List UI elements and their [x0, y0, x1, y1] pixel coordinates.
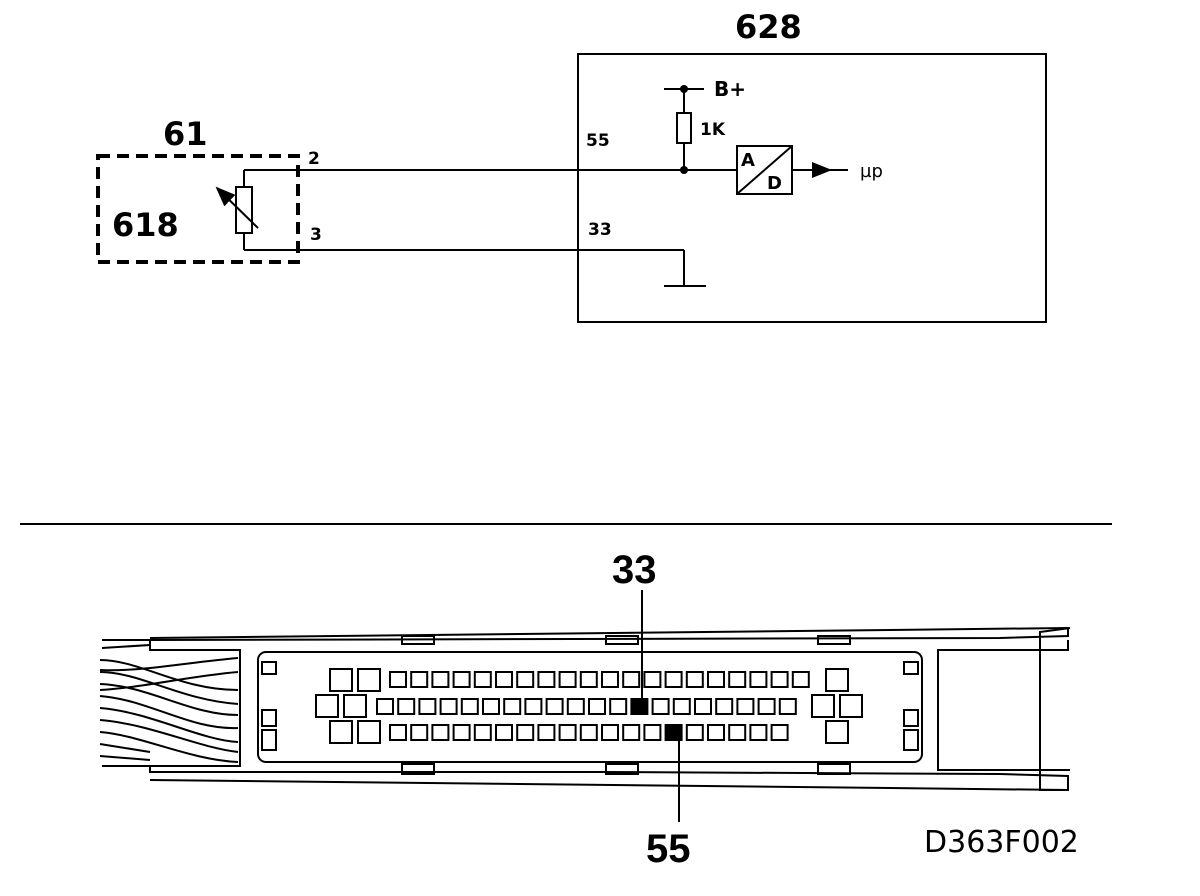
connector-pin	[431, 671, 450, 688]
connector-pin	[757, 698, 776, 715]
connector-pin	[728, 724, 747, 741]
connector-pin	[728, 671, 747, 688]
connector-pin	[601, 671, 619, 688]
adc-diagonal	[736, 145, 793, 195]
connector-pin	[622, 724, 641, 741]
output-label: µp	[860, 161, 883, 182]
connector-pin	[609, 698, 628, 715]
resistor-label: 1K	[700, 120, 726, 140]
connector-pin	[749, 724, 768, 741]
connector-pin	[694, 698, 712, 715]
connector-pin	[664, 671, 683, 688]
connector-pin	[431, 724, 450, 741]
sensor-label: 618	[112, 206, 179, 244]
connector-pin	[537, 724, 556, 741]
connector-pin	[397, 698, 416, 715]
connector-pin-highlighted	[630, 698, 649, 715]
connector-pin	[707, 724, 725, 741]
connector-pin	[558, 724, 577, 741]
connector-pin	[452, 671, 471, 688]
connector-pin	[770, 724, 789, 741]
connector-drawing	[99, 627, 1071, 791]
connector-pin	[452, 724, 471, 741]
connector-pin	[566, 698, 585, 715]
sensor-pin-bottom: 3	[310, 225, 322, 245]
connector-pin	[643, 671, 662, 688]
wire-bundle	[99, 639, 239, 767]
connector-pin	[389, 671, 407, 688]
variable-arrow-icon	[215, 186, 259, 229]
connector-pin	[588, 698, 606, 715]
connector-pin	[651, 698, 670, 715]
connector-pin-large	[839, 694, 863, 718]
connector-pin-large	[357, 720, 381, 744]
connector-pin	[558, 671, 577, 688]
connector-pin	[791, 671, 810, 688]
connector-pin-large	[343, 694, 367, 718]
connector-pin-large	[811, 694, 835, 718]
connector-pin-large	[825, 668, 849, 692]
connector-pin	[672, 698, 691, 715]
connector-pin	[778, 698, 797, 715]
connector-pin	[460, 698, 479, 715]
connector-pin	[495, 724, 513, 741]
callout-top-label: 33	[612, 548, 657, 592]
connector-body	[257, 651, 923, 763]
figure-code: D363F002	[924, 825, 1079, 860]
ecu-pin-bottom: 33	[588, 220, 612, 240]
connector-pin-large	[357, 668, 381, 692]
connector-pin	[473, 671, 492, 688]
connector-pin	[537, 671, 556, 688]
connector-pin	[495, 671, 513, 688]
connector-pin	[643, 724, 662, 741]
connector-pin	[389, 724, 407, 741]
sensor-box-label: 61	[163, 115, 208, 153]
ecu-box	[577, 53, 1047, 323]
connector-pin-highlighted	[664, 724, 683, 741]
connector-pin	[516, 724, 535, 741]
connector-pin	[376, 698, 394, 715]
connector-pin	[622, 671, 641, 688]
connector-pin	[685, 724, 704, 741]
connector-pin-large	[315, 694, 339, 718]
connector-pin	[715, 698, 734, 715]
ecu-pin-top: 55	[586, 131, 610, 151]
connector-pin	[418, 698, 437, 715]
adc-top-label: A	[741, 150, 755, 171]
connector-pin	[482, 698, 500, 715]
connector-pin	[707, 671, 725, 688]
sensor-pin-top: 2	[308, 149, 320, 169]
connector-pin	[579, 671, 598, 688]
junction-node	[680, 166, 688, 174]
connector-pin	[685, 671, 704, 688]
connector-pin	[736, 698, 755, 715]
connector-pin	[410, 671, 429, 688]
connector-pin-grid	[315, 668, 863, 744]
sensor-box	[96, 154, 300, 264]
ecu-label: 628	[735, 8, 802, 46]
connector-pin	[439, 698, 458, 715]
connector-pin	[524, 698, 543, 715]
connector-pin-large	[329, 668, 353, 692]
connector-pin	[770, 671, 789, 688]
connector-pin	[545, 698, 564, 715]
connector-pin-large	[329, 720, 353, 744]
adc-bottom-label: D	[767, 173, 782, 194]
callout-bottom-label: 55	[646, 827, 691, 871]
pullup-resistor-icon	[676, 112, 692, 144]
connector-pin	[601, 724, 619, 741]
connector-pin	[503, 698, 522, 715]
connector-pin	[473, 724, 492, 741]
connector-pin	[410, 724, 429, 741]
supply-label: B+	[714, 77, 746, 101]
connector-pin	[579, 724, 598, 741]
connector-pin	[516, 671, 535, 688]
connector-pin	[749, 671, 768, 688]
connector-pin-large	[825, 720, 849, 744]
